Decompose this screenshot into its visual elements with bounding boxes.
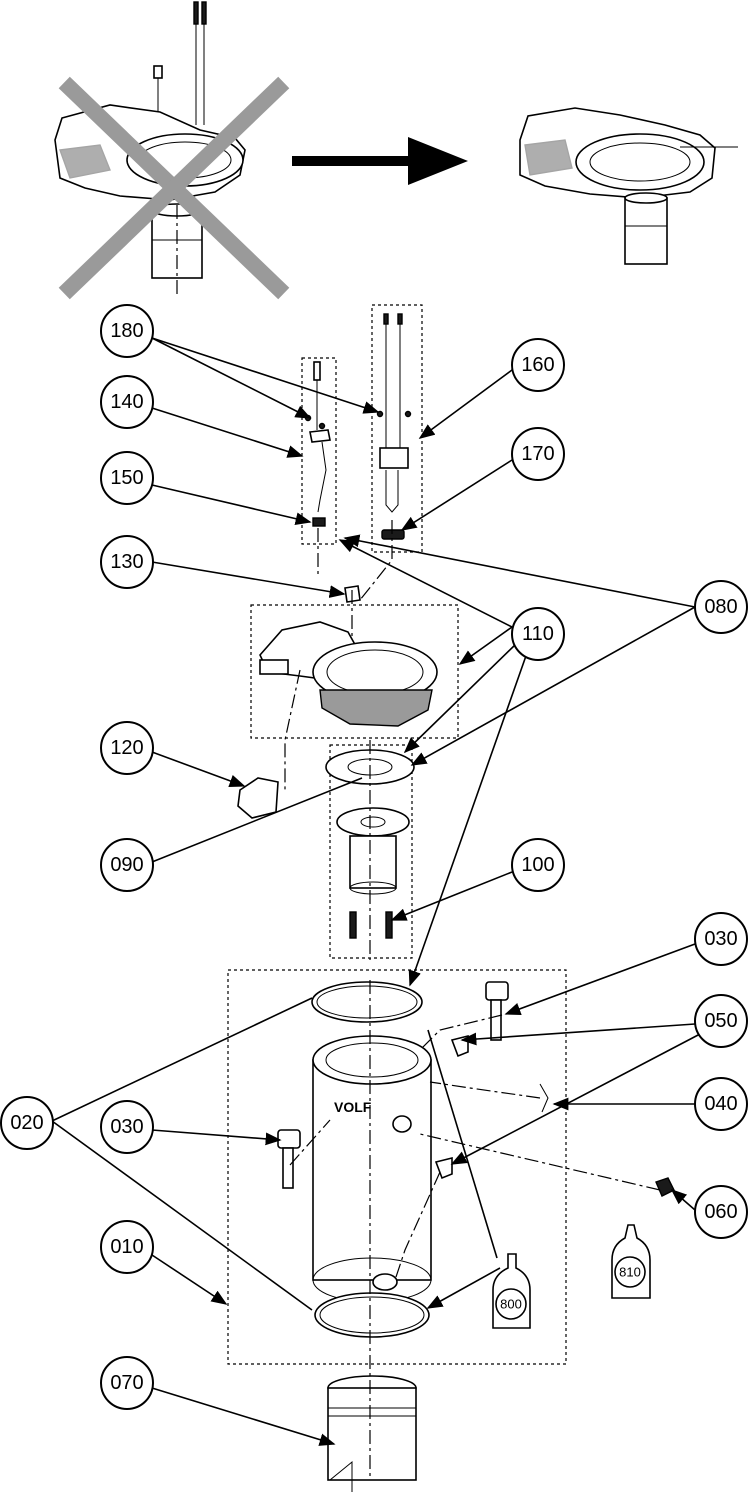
svg-text:130: 130 bbox=[110, 551, 143, 573]
callout-020: 020 bbox=[0, 1096, 54, 1150]
svg-text:090: 090 bbox=[110, 854, 143, 876]
leader-lines bbox=[51, 337, 701, 1446]
svg-text:030: 030 bbox=[110, 1116, 143, 1138]
bottle-810: 810 bbox=[611, 1224, 651, 1299]
callout-150: 150 bbox=[100, 451, 154, 505]
svg-text:010: 010 bbox=[110, 1236, 143, 1258]
burner-head-part bbox=[259, 621, 438, 727]
ionization-electrode-part bbox=[304, 361, 331, 527]
callout-160: 160 bbox=[511, 338, 565, 392]
svg-text:140: 140 bbox=[110, 391, 143, 413]
callout-030-left: 030 bbox=[100, 1100, 154, 1154]
sleeve-part bbox=[327, 1375, 417, 1492]
burner-tube-part bbox=[336, 807, 410, 895]
svg-text:020: 020 bbox=[10, 1112, 43, 1134]
cover-part bbox=[237, 777, 279, 819]
ignition-electrode-part bbox=[376, 313, 412, 513]
callout-100: 100 bbox=[511, 838, 565, 892]
callout-060: 060 bbox=[694, 1185, 748, 1239]
callout-030-right: 030 bbox=[694, 912, 748, 966]
old-assembly-crossed-out bbox=[54, 1, 290, 300]
svg-text:070: 070 bbox=[110, 1372, 143, 1394]
new-assembly bbox=[519, 107, 738, 265]
bottle-800-label: 800 bbox=[500, 1297, 522, 1312]
group-box-ignition-electrode bbox=[371, 304, 423, 553]
svg-text:080: 080 bbox=[704, 596, 737, 618]
svg-text:110: 110 bbox=[522, 623, 554, 645]
bottle-810-label: 810 bbox=[619, 1265, 641, 1280]
callout-040: 040 bbox=[694, 1077, 748, 1131]
svg-text:030: 030 bbox=[704, 928, 737, 950]
svg-text:170: 170 bbox=[521, 443, 554, 465]
cable-tie-left-part bbox=[277, 1129, 301, 1189]
callout-180: 180 bbox=[100, 304, 154, 358]
callout-120: 120 bbox=[100, 721, 154, 775]
svg-text:150: 150 bbox=[110, 467, 143, 489]
callout-010: 010 bbox=[100, 1220, 154, 1274]
callout-090: 090 bbox=[100, 838, 154, 892]
group-box-burner-tube bbox=[329, 744, 413, 959]
callout-170: 170 bbox=[511, 427, 565, 481]
svg-text:180: 180 bbox=[110, 320, 143, 342]
combustion-chamber-part: VOLF bbox=[312, 1035, 432, 1303]
callout-050: 050 bbox=[694, 994, 748, 1048]
svg-text:040: 040 bbox=[704, 1093, 737, 1115]
svg-text:120: 120 bbox=[110, 737, 143, 759]
callout-140: 140 bbox=[100, 375, 154, 429]
callout-080: 080 bbox=[694, 580, 748, 634]
o-ring-bottom-part bbox=[314, 1292, 430, 1338]
svg-text:160: 160 bbox=[521, 354, 554, 376]
cable-tie-right-part bbox=[485, 981, 509, 1041]
valve-part bbox=[655, 1177, 675, 1197]
screws-part bbox=[349, 911, 393, 939]
callout-130: 130 bbox=[100, 535, 154, 589]
replacement-arrow bbox=[292, 137, 468, 185]
callout-070: 070 bbox=[100, 1356, 154, 1410]
spring-clip-part bbox=[539, 1083, 549, 1113]
svg-text:050: 050 bbox=[704, 1010, 737, 1032]
bottle-800: 800 bbox=[492, 1253, 531, 1329]
group-box-burner-head bbox=[250, 604, 459, 739]
o-ring-top-part bbox=[311, 981, 423, 1023]
group-box-combustion-chamber bbox=[227, 969, 567, 1365]
brand-mark: VOLF bbox=[334, 1099, 372, 1115]
callout-110: 110 bbox=[511, 607, 565, 661]
group-box-ionization-electrode bbox=[301, 357, 337, 545]
svg-text:100: 100 bbox=[521, 854, 554, 876]
electrode-gasket-part bbox=[381, 529, 405, 540]
svg-text:060: 060 bbox=[704, 1201, 737, 1223]
